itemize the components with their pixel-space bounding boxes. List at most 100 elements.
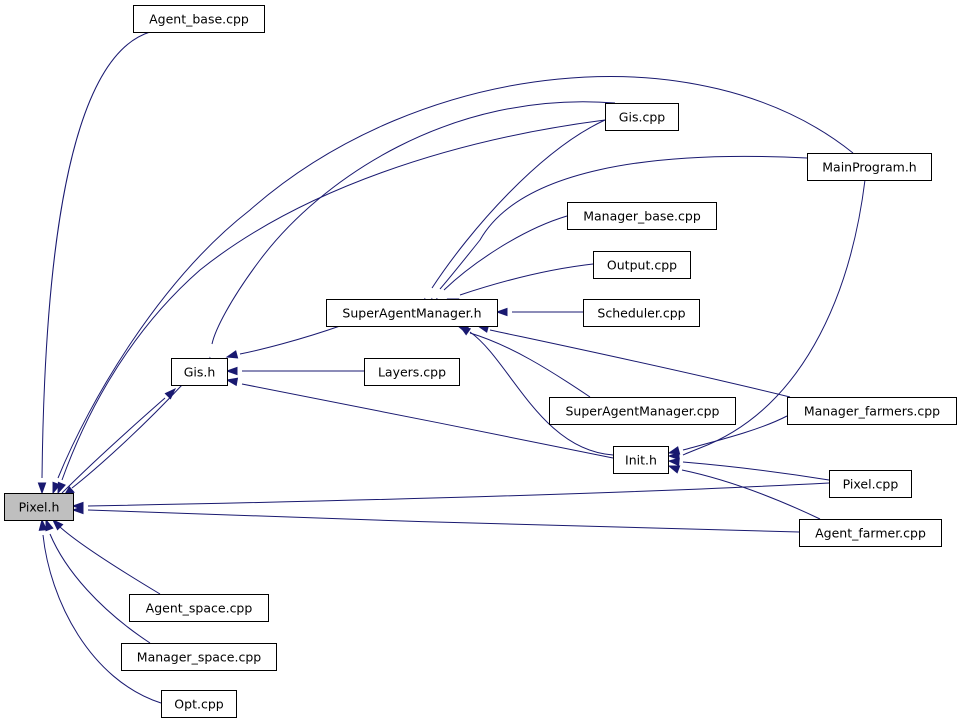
edge-line xyxy=(61,397,166,494)
arrowhead-icon xyxy=(71,505,84,515)
edge-line xyxy=(71,384,183,489)
edge-init_h-to-gis_h xyxy=(225,377,614,459)
node-box[interactable] xyxy=(326,299,498,327)
edge-line xyxy=(469,331,614,456)
edge-line xyxy=(49,533,151,644)
node-box[interactable] xyxy=(613,446,669,474)
edge-line xyxy=(682,415,788,451)
edge-line xyxy=(41,31,151,479)
arrowhead-icon xyxy=(667,465,681,474)
edge-pixel_cpp-to-init_h xyxy=(667,457,830,481)
node-box[interactable] xyxy=(799,519,942,547)
edge-pixel_h-to-gis_h xyxy=(61,387,177,494)
node-pixel-cpp[interactable]: Pixel.cpp xyxy=(829,470,912,498)
node-box[interactable] xyxy=(829,470,912,498)
node-gis-h[interactable]: Gis.h xyxy=(171,358,228,386)
node-manager-farmers-cpp[interactable]: Manager_farmers.cpp xyxy=(787,397,957,425)
node-box[interactable] xyxy=(593,251,691,279)
edge-line xyxy=(443,215,568,291)
node-label: Init.h xyxy=(625,453,657,468)
node-init-h[interactable]: Init.h xyxy=(613,446,669,474)
node-box[interactable] xyxy=(787,397,957,425)
node-manager-base-cpp[interactable]: Manager_base.cpp xyxy=(567,202,717,230)
node-scheduler-cpp[interactable]: Scheduler.cpp xyxy=(583,299,700,327)
node-gis-cpp[interactable]: Gis.cpp xyxy=(605,103,679,131)
edge-line xyxy=(489,329,791,398)
edge-init_h-to-superagentmanager_h xyxy=(458,325,614,456)
node-box[interactable] xyxy=(4,493,74,521)
node-layer: Pixel.h Agent_base.cppGis.cppMainProgram.… xyxy=(4,5,957,718)
node-box[interactable] xyxy=(133,5,265,33)
edge-line xyxy=(469,332,591,398)
node-label: Gis.cpp xyxy=(619,110,665,125)
edge-line xyxy=(42,534,162,704)
node-agent-farmer-cpp[interactable]: Agent_farmer.cpp xyxy=(799,519,942,547)
node-agent-base-cpp[interactable]: Agent_base.cpp xyxy=(133,5,265,33)
node-label: Opt.cpp xyxy=(174,697,223,712)
node-manager-space-cpp[interactable]: Manager_space.cpp xyxy=(121,643,277,671)
edge-mainprogram_h-to-pixel_h xyxy=(52,76,854,495)
arrowhead-icon xyxy=(667,446,681,455)
edge-line xyxy=(239,325,341,355)
node-layers-cpp[interactable]: Layers.cpp xyxy=(364,358,460,386)
edge-line xyxy=(59,526,161,595)
edge-line xyxy=(459,263,594,296)
edge-pixel_cpp-to-pixel_h xyxy=(71,482,830,511)
node-superagentmanager-cpp[interactable]: SuperAgentManager.cpp xyxy=(549,397,736,425)
arrowhead-icon xyxy=(164,387,177,400)
edge-line xyxy=(431,119,606,289)
node-box[interactable] xyxy=(171,358,228,386)
node-label: Manager_farmers.cpp xyxy=(804,404,940,419)
edge-agent_farmer_cpp-to-init_h xyxy=(667,465,821,520)
edge-line xyxy=(682,179,866,456)
arrowhead-icon xyxy=(667,451,680,461)
arrowhead-icon xyxy=(45,518,54,532)
node-label: Pixel.h xyxy=(19,500,60,515)
arrowhead-icon xyxy=(37,482,47,495)
arrowhead-icon xyxy=(57,481,66,495)
edge-manager_space_cpp-to-pixel_h xyxy=(45,518,151,644)
node-box[interactable] xyxy=(129,594,269,622)
node-label: SuperAgentManager.h xyxy=(342,306,481,321)
edge-agent_farmer_cpp-to-pixel_h xyxy=(71,505,800,533)
edge-line xyxy=(57,76,854,479)
arrowhead-icon xyxy=(495,307,508,317)
edge-manager_farmers_cpp-to-superagentmanager_h xyxy=(476,324,791,398)
node-label: SuperAgentManager.cpp xyxy=(566,404,720,419)
node-box[interactable] xyxy=(121,643,277,671)
node-label: Pixel.cpp xyxy=(843,477,899,492)
node-mainprogram-h[interactable]: MainProgram.h xyxy=(807,153,932,181)
node-output-cpp[interactable]: Output.cpp xyxy=(593,251,691,279)
edge-superagentmanager_h-to-gis_h xyxy=(225,325,341,359)
node-label: Layers.cpp xyxy=(378,365,446,380)
edge-layers_cpp-to-gis_h xyxy=(225,366,364,376)
edge-scheduler_cpp-to-superagentmanager_h xyxy=(495,307,583,317)
edge-opt_cpp-to-pixel_h xyxy=(38,518,162,704)
node-box[interactable] xyxy=(583,299,700,327)
node-label: Manager_base.cpp xyxy=(583,209,701,224)
node-box[interactable] xyxy=(567,202,717,230)
arrowhead-icon xyxy=(225,377,239,387)
edge-gis_h-to-pixel_h xyxy=(62,384,183,497)
node-box[interactable] xyxy=(161,690,237,718)
node-pixel-h[interactable]: Pixel.h xyxy=(4,493,74,521)
node-superagentmanager-h[interactable]: SuperAgentManager.h xyxy=(326,299,498,327)
edge-mainprogram_h-to-init_h xyxy=(667,179,866,461)
node-opt-cpp[interactable]: Opt.cpp xyxy=(161,690,237,718)
node-box[interactable] xyxy=(605,103,679,131)
node-box[interactable] xyxy=(549,397,736,425)
node-box[interactable] xyxy=(807,153,932,181)
edge-line xyxy=(87,482,830,507)
edge-superagentmanager_cpp-to-superagentmanager_h xyxy=(456,325,591,398)
edge-agent_space_cpp-to-pixel_h xyxy=(51,518,161,595)
node-agent-space-cpp[interactable]: Agent_space.cpp xyxy=(129,594,269,622)
node-label: Agent_base.cpp xyxy=(149,12,249,27)
edge-line xyxy=(439,155,808,290)
edge-line xyxy=(61,119,606,481)
arrowhead-icon xyxy=(458,325,472,336)
node-label: Manager_space.cpp xyxy=(137,650,261,665)
node-label: MainProgram.h xyxy=(822,160,916,175)
node-box[interactable] xyxy=(364,358,460,386)
edge-manager_base_cpp-to-superagentmanager_h xyxy=(435,215,568,310)
node-label: Gis.h xyxy=(184,365,216,380)
